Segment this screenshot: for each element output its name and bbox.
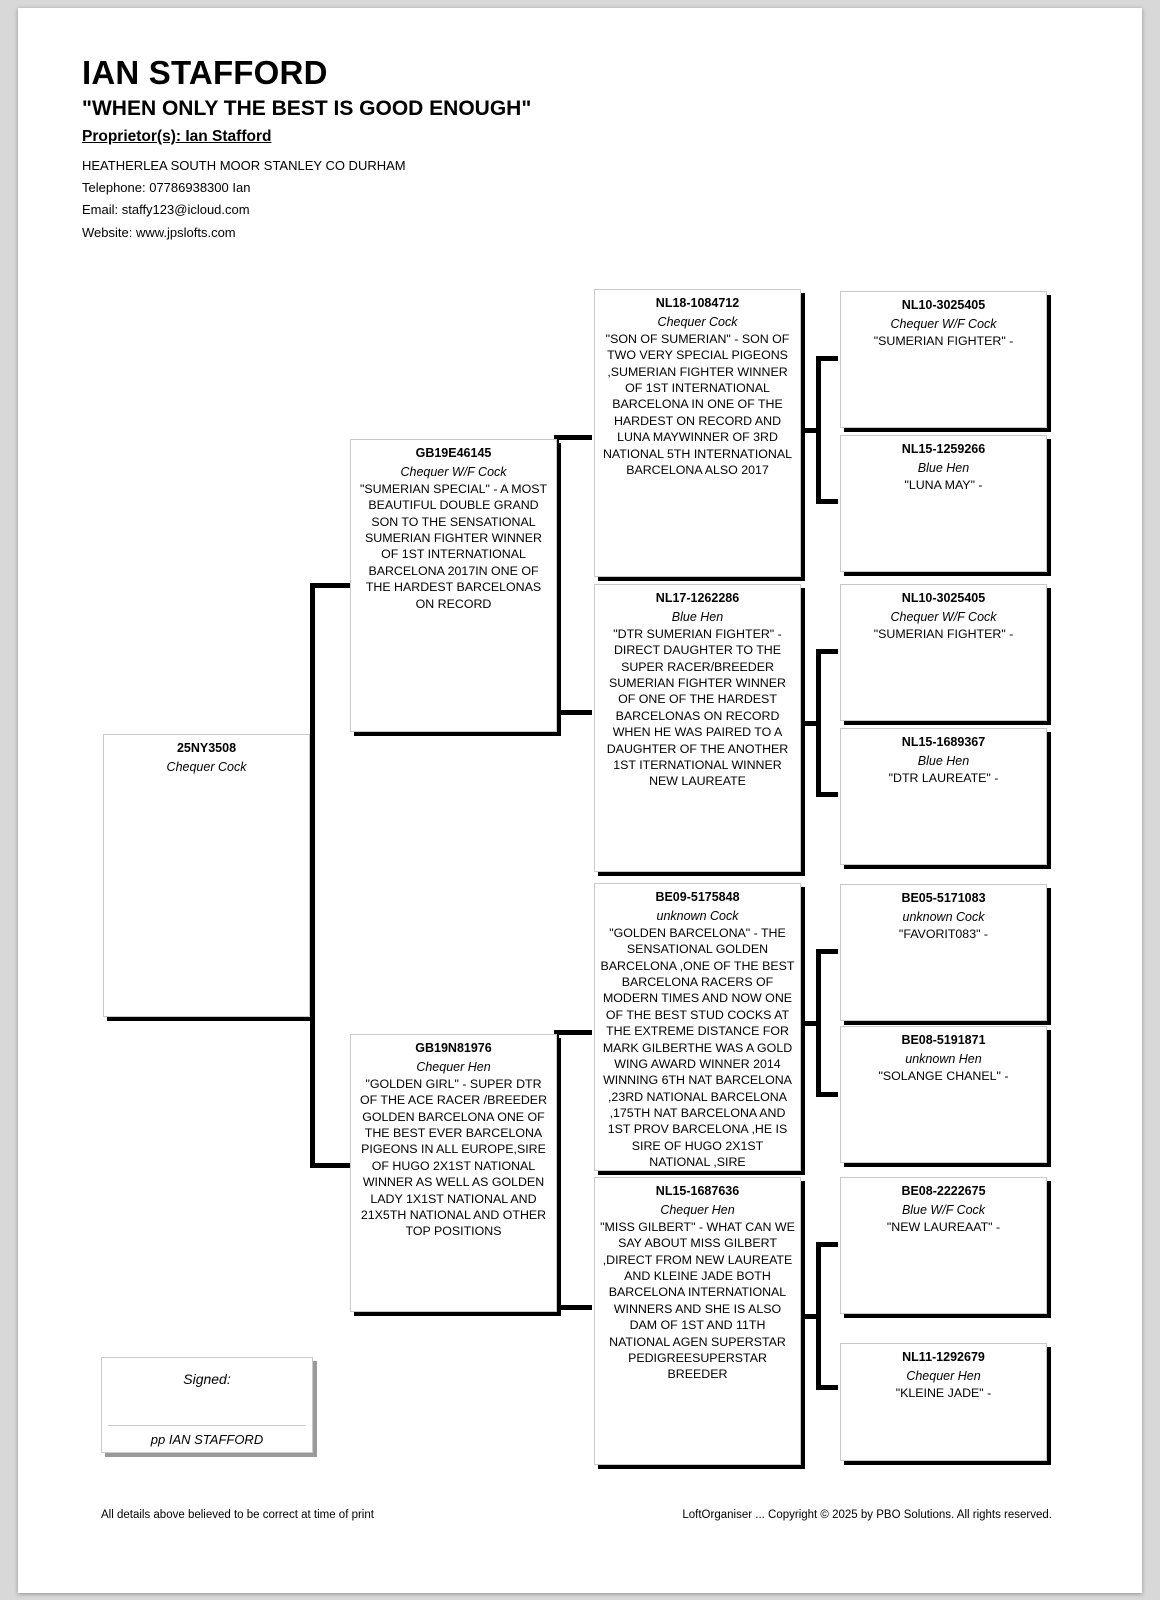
connector-sire-sire [794, 356, 838, 504]
subject-ring: 25NY3508 [176, 741, 237, 755]
ss-dam-notes: "LUNA MAY" - [904, 477, 983, 492]
sire-sire-notes: "SON OF SUMERIAN" - SON OF TWO VERY SPEC… [602, 331, 793, 477]
sire-notes: "SUMERIAN SPECIAL" - A MOST BEAUTIFUL DO… [359, 481, 548, 611]
pedigree-box-sd-dam[interactable]: NL15-1689367 Blue Hen "DTR LAUREATE" - [840, 728, 1047, 865]
pedigree-box-sd-sire[interactable]: NL10-3025405 Chequer W/F Cock "SUMERIAN … [840, 584, 1047, 721]
ds-sire-notes: "FAVORIT083" - [898, 926, 989, 941]
pedigree-box-sire-dam[interactable]: NL17-1262286 Blue Hen "DTR SUMERIAN FIGH… [594, 584, 801, 872]
ds-dam-colour: unknown Hen [905, 1051, 982, 1066]
ds-sire-colour: unknown Cock [902, 909, 985, 924]
dam-colour: Chequer Hen [416, 1059, 491, 1074]
loft-website: Website: www.jpslofts.com [82, 224, 236, 240]
dd-sire-ring: BE08-2222675 [901, 1184, 986, 1198]
ds-dam-ring: BE08-5191871 [901, 1033, 986, 1047]
connector-subject [268, 583, 352, 1168]
sd-sire-notes: "SUMERIAN FIGHTER" - [873, 626, 1014, 641]
pedigree-box-ss-dam[interactable]: NL15-1259266 Blue Hen "LUNA MAY" - [840, 435, 1047, 572]
sire-dam-ring: NL17-1262286 [655, 591, 740, 605]
ds-dam-notes: "SOLANGE CHANEL" - [878, 1068, 1009, 1083]
sd-dam-notes: "DTR LAUREATE" - [888, 770, 999, 785]
connector-sire [516, 435, 592, 715]
dd-dam-notes: "KLEINE JADE" - [895, 1385, 992, 1400]
connector-dam-sire [794, 949, 838, 1097]
ss-sire-ring: NL10-3025405 [901, 298, 986, 312]
dam-ring: GB19N81976 [415, 1041, 492, 1055]
pedigree-box-sire-sire[interactable]: NL18-1084712 Chequer Cock "SON OF SUMERI… [594, 289, 801, 577]
ss-sire-notes: "SUMERIAN FIGHTER" - [873, 333, 1014, 348]
pedigree-box-dam[interactable]: GB19N81976 Chequer Hen "GOLDEN GIRL" - S… [350, 1034, 557, 1312]
sire-dam-colour: Blue Hen [671, 609, 724, 624]
pedigree-box-dd-sire[interactable]: BE08-2222675 Blue W/F Cock "NEW LAUREAAT… [840, 1177, 1047, 1314]
pedigree-box-ds-sire[interactable]: BE05-5171083 unknown Cock "FAVORIT083" - [840, 884, 1047, 1021]
dd-dam-ring: NL11-1292679 [902, 1350, 985, 1364]
connector-sire-dam [794, 649, 838, 797]
sd-dam-colour: Blue Hen [917, 753, 970, 768]
pedigree-box-dam-sire[interactable]: BE09-5175848 unknown Cock "GOLDEN BARCEL… [594, 883, 801, 1171]
footer-disclaimer: All details above believed to be correct… [101, 1509, 374, 1521]
dam-dam-notes: "MISS GILBERT" - WHAT CAN WE SAY ABOUT M… [600, 1219, 795, 1382]
connector-dam-dam [794, 1242, 838, 1390]
ss-dam-colour: Blue Hen [917, 460, 970, 475]
dam-notes: "GOLDEN GIRL" - SUPER DTR OF THE ACE RAC… [359, 1076, 548, 1239]
sd-sire-colour: Chequer W/F Cock [890, 609, 997, 624]
signature-box[interactable]: Signed: pp IAN STAFFORD [101, 1357, 313, 1453]
loft-slogan: "WHEN ONLY THE BEST IS GOOD ENOUGH" [82, 96, 532, 120]
pedigree-page: IAN STAFFORD "WHEN ONLY THE BEST IS GOOD… [18, 8, 1142, 1593]
dam-sire-colour: unknown Cock [656, 908, 739, 923]
ss-dam-ring: NL15-1259266 [901, 442, 986, 456]
ss-sire-colour: Chequer W/F Cock [890, 316, 997, 331]
sire-dam-notes: "DTR SUMERIAN FIGHTER" - DIRECT DAUGHTER… [606, 626, 789, 789]
pedigree-box-dd-dam[interactable]: NL11-1292679 Chequer Hen "KLEINE JADE" - [840, 1343, 1047, 1461]
sire-sire-ring: NL18-1084712 [655, 296, 740, 310]
dd-sire-colour: Blue W/F Cock [901, 1202, 986, 1217]
ds-sire-ring: BE05-5171083 [901, 891, 986, 905]
loft-address: HEATHERLEA SOUTH MOOR STANLEY CO DURHAM [82, 157, 406, 173]
loft-email: Email: staffy123@icloud.com [82, 202, 250, 218]
signature-label: Signed: [183, 1371, 231, 1387]
signature-rule [108, 1425, 306, 1426]
sire-sire-colour: Chequer Cock [657, 314, 738, 329]
loft-header: IAN STAFFORD "WHEN ONLY THE BEST IS GOOD… [82, 54, 782, 244]
pedigree-box-dam-dam[interactable]: NL15-1687636 Chequer Hen "MISS GILBERT" … [594, 1177, 801, 1465]
sd-dam-ring: NL15-1689367 [901, 735, 986, 749]
dam-dam-ring: NL15-1687636 [655, 1184, 740, 1198]
footer-copyright: LoftOrganiser ... Copyright © 2025 by PB… [682, 1509, 1052, 1521]
sire-ring: GB19E46145 [415, 446, 492, 460]
sire-colour: Chequer W/F Cock [400, 464, 507, 479]
pedigree-box-ss-sire[interactable]: NL10-3025405 Chequer W/F Cock "SUMERIAN … [840, 291, 1047, 428]
pedigree-box-sire[interactable]: GB19E46145 Chequer W/F Cock "SUMERIAN SP… [350, 439, 557, 732]
signature-name: pp IAN STAFFORD [150, 1432, 264, 1447]
pedigree-box-ds-dam[interactable]: BE08-5191871 unknown Hen "SOLANGE CHANEL… [840, 1026, 1047, 1163]
sd-sire-ring: NL10-3025405 [901, 591, 986, 605]
connector-dam [516, 1030, 592, 1310]
proprietor-line: Proprietor(s): Ian Stafford [82, 127, 272, 145]
loft-name: IAN STAFFORD [82, 54, 328, 91]
dd-sire-notes: "NEW LAUREAAT" - [886, 1219, 1001, 1234]
dam-sire-notes: "GOLDEN BARCELONA" - THE SENSATIONAL GOL… [600, 925, 795, 1170]
dam-dam-colour: Chequer Hen [660, 1202, 735, 1217]
dam-sire-ring: BE09-5175848 [655, 890, 740, 904]
loft-telephone: Telephone: 07786938300 Ian [82, 180, 251, 196]
pedigree-box-subject[interactable]: 25NY3508 Chequer Cock [103, 734, 310, 1017]
subject-colour: Chequer Cock [166, 759, 247, 774]
dd-dam-colour: Chequer Hen [906, 1368, 981, 1383]
